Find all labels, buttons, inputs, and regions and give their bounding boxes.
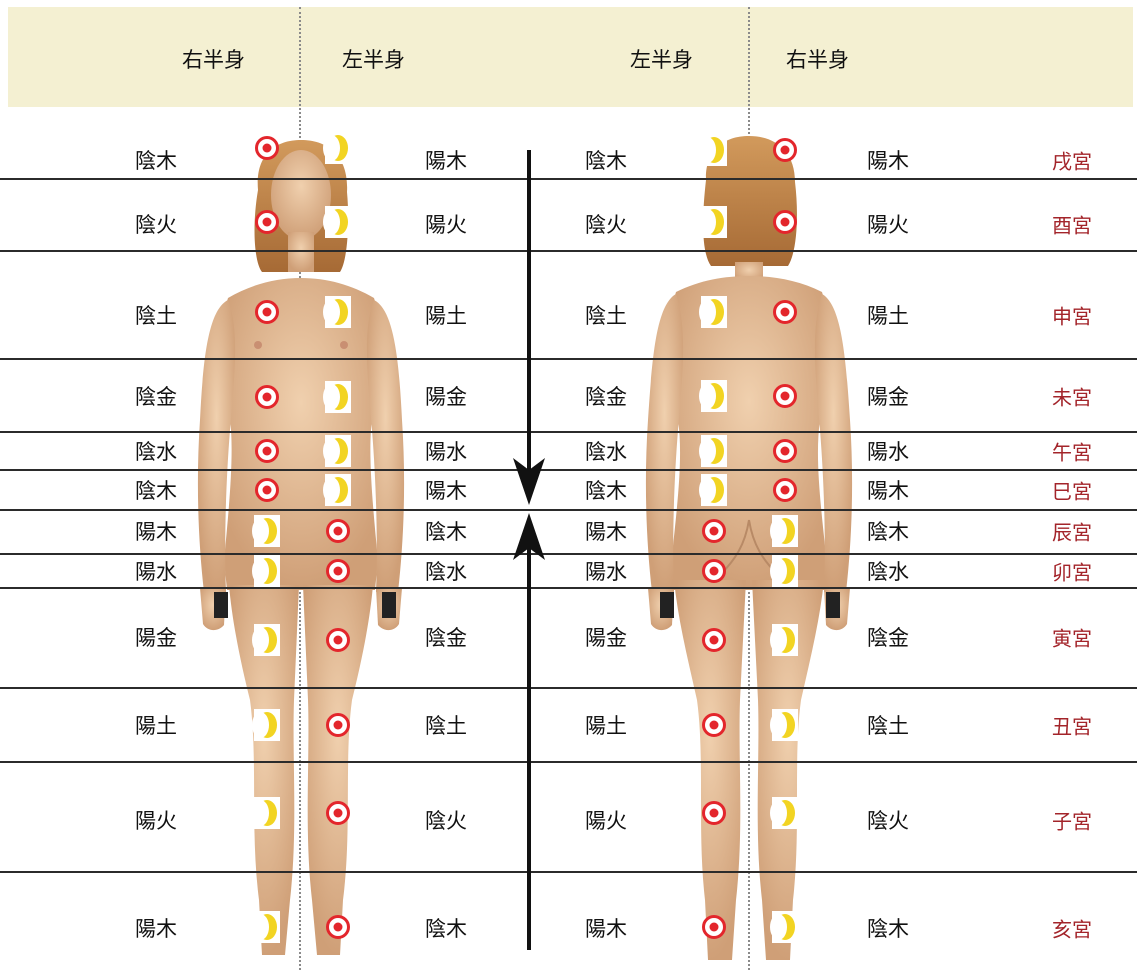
flow-arrows <box>0 0 1137 970</box>
